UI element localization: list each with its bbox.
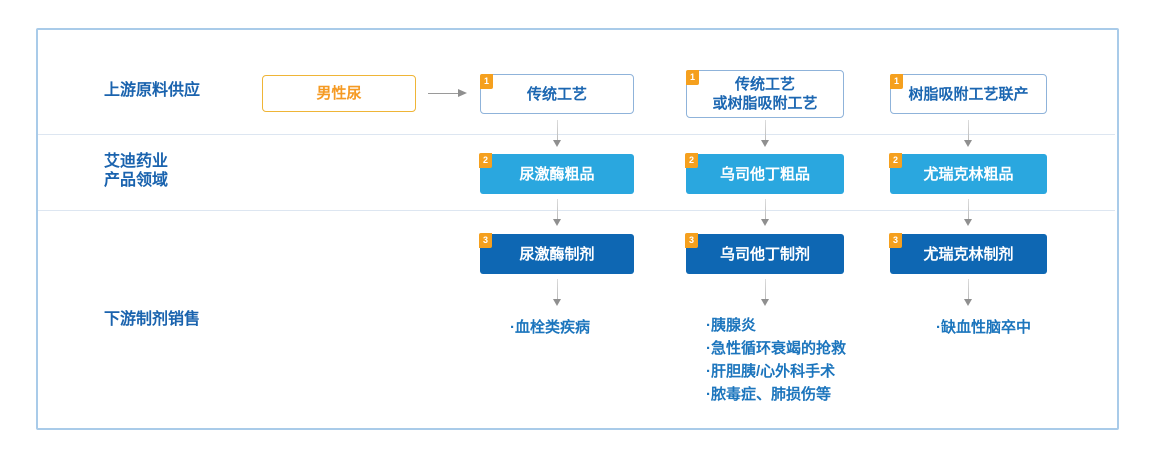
male-urine-box: 男性尿 [262,75,416,112]
indication-item: ·血栓类疾病 [510,319,590,336]
step-badge: 1 [686,70,699,85]
crude-label: 尤瑞克林粗品 [923,165,1014,183]
crude-box-urokinase: 2 尿激酶粗品 [479,153,634,194]
indication-item: ·胰腺炎 [706,317,756,334]
step-badge: 3 [889,233,902,248]
step-badge: 2 [685,153,698,168]
arrow-down-icon [964,120,972,147]
formulation-box-kallidinogenase: 3 尤瑞克林制剂 [889,233,1047,274]
crude-label: 乌司他丁粗品 [719,165,810,183]
formulation-label: 乌司他丁制剂 [719,245,810,263]
indication-item: ·缺血性脑卒中 [936,319,1031,336]
arrow-down-icon [964,279,972,306]
process-label-line1: 传统工艺 [734,76,795,93]
process-box-urokinase: 1 传统工艺 [480,74,634,114]
indication-item: ·脓毒症、肺损伤等 [706,386,831,403]
step-badge: 1 [890,74,903,89]
arrow-right-icon [428,89,467,97]
step-badge: 2 [889,153,902,168]
indication-list-ulinastatin: ·胰腺炎 ·急性循环衰竭的抢救 ·肝胆胰/心外科手术 ·脓毒症、肺损伤等 [706,314,846,406]
formulation-label: 尤瑞克林制剂 [923,245,1014,263]
row-label-company: 艾迪药业 产品领域 [104,153,169,189]
row-divider [38,210,1115,211]
formulation-box-ulinastatin: 3 乌司他丁制剂 [685,233,844,274]
process-label-line2: 或树脂吸附工艺 [712,95,818,112]
arrow-down-icon [553,120,561,147]
arrow-down-icon [964,199,972,226]
process-label: 树脂吸附工艺联产 [908,85,1029,103]
crude-box-ulinastatin: 2 乌司他丁粗品 [685,153,844,194]
process-box-ulinastatin: 1 传统工艺 或树脂吸附工艺 [686,70,844,118]
arrow-down-icon [761,120,769,147]
indication-item: ·肝胆胰/心外科手术 [706,363,836,380]
process-label: 传统工艺 或树脂吸附工艺 [712,75,817,113]
row-label-upstream: 上游原料供应 [104,82,201,99]
crude-label: 尿激酶粗品 [519,165,595,183]
step-badge: 3 [685,233,698,248]
crude-box-kallidinogenase: 2 尤瑞克林粗品 [889,153,1047,194]
step-badge: 1 [480,74,493,89]
row-label-downstream: 下游制剂销售 [104,311,201,328]
indication-item: ·急性循环衰竭的抢救 [706,340,846,357]
arrow-down-icon [553,279,561,306]
step-badge: 3 [479,233,492,248]
process-label: 传统工艺 [526,85,587,103]
indication-list-kallidinogenase: ·缺血性脑卒中 [936,316,1031,339]
arrow-down-icon [553,199,561,226]
male-urine-label: 男性尿 [316,85,362,102]
arrow-down-icon [761,279,769,306]
formulation-box-urokinase: 3 尿激酶制剂 [479,233,634,274]
formulation-label: 尿激酶制剂 [519,245,595,263]
process-box-kallidinogenase: 1 树脂吸附工艺联产 [890,74,1047,114]
arrow-down-icon [761,199,769,226]
indication-list-urokinase: ·血栓类疾病 [510,316,590,339]
step-badge: 2 [479,153,492,168]
row-divider [38,134,1115,135]
